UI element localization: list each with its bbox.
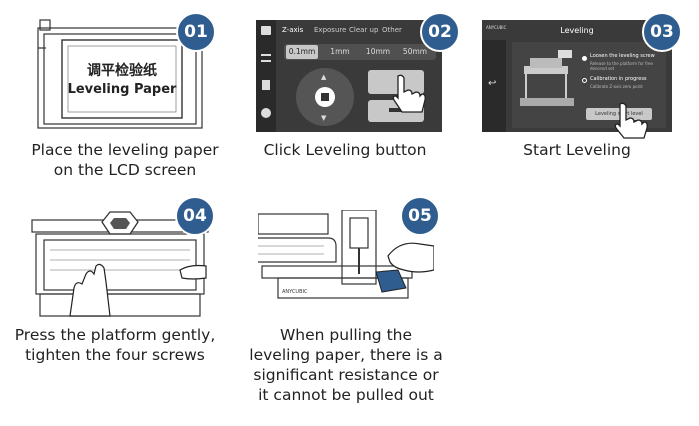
file-icon (262, 80, 270, 90)
step-4-illustration (30, 210, 210, 318)
printer-lcd-sketch (37, 19, 203, 129)
back-arrow-icon[interactable]: ↩ (488, 78, 497, 89)
tap-hand-icon-2 (614, 102, 648, 139)
back-rail (482, 40, 506, 132)
paper-pull-sketch (258, 210, 434, 299)
step-3-screen: ANYCUBIC Leveling ↩ Loosen the leveling … (482, 20, 672, 132)
step-3-caption: Start Leveling (523, 141, 631, 159)
step-1-illustration: 调平检验纸 Leveling Paper (36, 18, 204, 130)
item-2-dot (582, 78, 587, 83)
printer-illustration (520, 50, 574, 106)
step-4-caption: Press the platform gently, tighten the f… (14, 326, 216, 364)
step-5-badge: 05 (400, 196, 440, 236)
brand-label: ANYCUBIC (486, 25, 507, 30)
step-selector (284, 44, 436, 60)
home-button-inner (321, 93, 329, 101)
tab-z-axis[interactable]: Z-axis (282, 26, 304, 34)
step-2-caption: Click Leveling button (263, 141, 427, 159)
step-10mm[interactable]: 10mm (365, 47, 391, 56)
paper-label-cn: 调平检验纸 (87, 63, 157, 79)
tab-other[interactable]: Other (382, 26, 402, 34)
leveling-icon (261, 54, 271, 62)
step-5-illustration: ANYCUBIC (258, 210, 434, 318)
gear-icon (261, 108, 271, 118)
printer-brand: ANYCUBIC (282, 289, 308, 295)
step-3-badge: 03 (642, 12, 682, 52)
item-1-title: Loosen the leveling screw (590, 53, 655, 59)
tab-clear-up[interactable]: Clear up (349, 26, 379, 34)
step-2-screen: Z-axis Exposure Clear up Other 0.1mm 1mm… (256, 20, 442, 132)
step-5-caption: When pulling the leveling paper, there i… (249, 326, 443, 404)
step-50mm[interactable]: 50mm (402, 47, 428, 56)
item-1-dot (582, 56, 587, 61)
chevron-down-icon[interactable]: ▼ (321, 114, 327, 122)
tap-hand-icon (392, 74, 426, 113)
leveling-button[interactable] (368, 70, 424, 94)
item-2-title: Calibration in progress (590, 76, 647, 82)
step-1-badge: 01 (176, 12, 216, 52)
start-leveling-button[interactable]: Leveling start level (586, 108, 652, 120)
printer-icon (261, 26, 271, 35)
step-2-badge: 02 (420, 12, 460, 52)
tab-exposure[interactable]: Exposure (314, 26, 347, 34)
paper-label-en: Leveling Paper (67, 82, 177, 97)
chevron-up-icon[interactable]: ▲ (321, 73, 327, 81)
step-1-caption: Place the leveling paper on the LCD scre… (31, 141, 219, 179)
item-2-subtitle: Calibrate Z-axis zero point (590, 84, 643, 89)
step-1mm[interactable]: 1mm (330, 47, 350, 56)
step-0-1mm[interactable]: 0.1mm (286, 45, 318, 59)
side-rail (256, 20, 276, 132)
item-1-subtitle: Release to the platform for free descend… (590, 61, 653, 71)
step-4-badge: 04 (175, 196, 215, 236)
platform-press-sketch (31, 211, 209, 317)
platform-down-icon (389, 108, 403, 112)
screen-title: Leveling (560, 26, 594, 35)
